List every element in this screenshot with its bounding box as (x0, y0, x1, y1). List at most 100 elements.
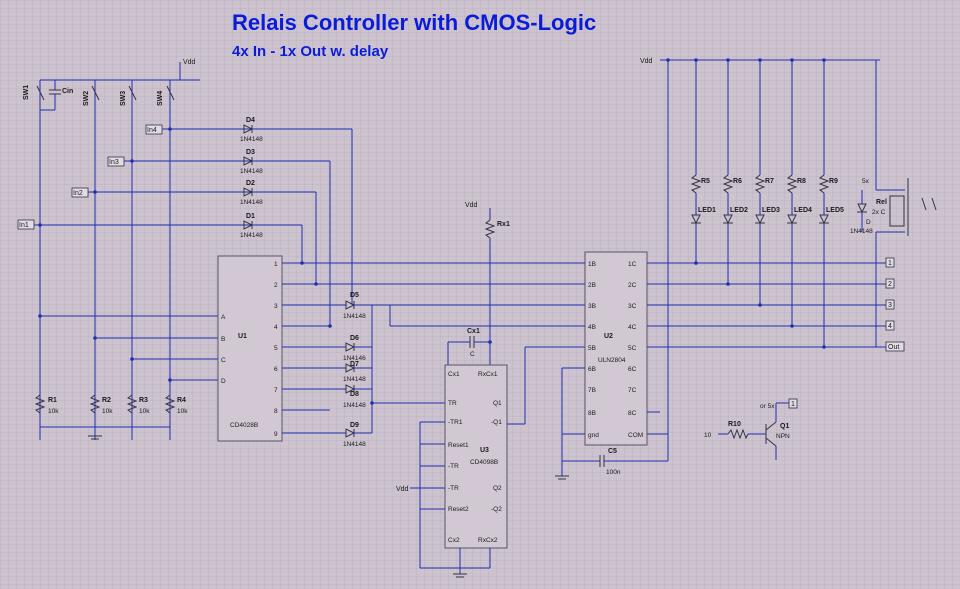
led-5: LED5 (826, 207, 844, 214)
d6-part: 1N4146 (343, 355, 366, 362)
u2-pin-left-2: 3B (588, 303, 596, 310)
d9-part: 1N4148 (343, 441, 366, 448)
u1-pin-b: B (221, 336, 225, 343)
sw2-label: SW2 (83, 91, 90, 106)
relay: 5x Rel 2x C D 1N4148 (850, 60, 937, 347)
subtitle: 4x In - 1x Out w. delay (232, 43, 389, 60)
u2-pin-right-6: 7C (628, 387, 637, 394)
c5-ref: C5 (608, 448, 617, 455)
d4-ref: D4 (246, 117, 255, 124)
r1-ref: R1 (48, 397, 57, 404)
r2-value: 10k (102, 408, 113, 415)
led-resistor-4: R8 (797, 178, 806, 185)
u1-out-9: 9 (274, 431, 278, 438)
r1-value: 10k (48, 408, 59, 415)
u3-part: CD4098B (470, 459, 498, 466)
d9-ref: D9 (350, 422, 359, 429)
d1-ref: D1 (246, 213, 255, 220)
u1-out-7: 7 (274, 387, 278, 394)
output-flag-4: 4 (888, 323, 892, 330)
u2-pin-left-5: 6B (588, 366, 596, 373)
rx1-network: Vdd Rx1 Cx1 C (447, 202, 510, 365)
u3-pin-nq2: -Q2 (491, 506, 502, 513)
decoder-output-wires (282, 129, 585, 434)
u2-pin-right-3: 4C (628, 324, 637, 331)
d3-part: 1N4148 (240, 168, 263, 175)
u2-pin-left-1: 2B (588, 282, 596, 289)
u3-pin-nq1: -Q1 (491, 419, 502, 426)
cx1-value: C (470, 351, 475, 358)
cx1-ref: Cx1 (467, 328, 480, 335)
d8-ref: D8 (350, 391, 359, 398)
d4-part: 1N4148 (240, 136, 263, 143)
d2-ref: D2 (246, 180, 255, 187)
d3-ref: D3 (246, 149, 255, 156)
u1-out-8: 8 (274, 408, 278, 415)
sw4-label: SW4 (157, 91, 164, 106)
r10-ref: R10 (728, 421, 741, 428)
u2-pin-left-4: 5B (588, 345, 596, 352)
u3-pin-rxcx2: RxCx2 (478, 537, 498, 544)
u3-pin-tr-b: -TR (448, 485, 459, 492)
led-resistor-3: R7 (765, 178, 774, 185)
d6-ref: D6 (350, 335, 359, 342)
sw3-label: SW3 (120, 91, 127, 106)
d7-part: 1N4148 (343, 376, 366, 383)
in3-flag: In3 (109, 159, 119, 166)
r2-ref: R2 (102, 397, 111, 404)
u1-pin-c: C (221, 357, 226, 364)
r4-ref: R4 (177, 397, 186, 404)
u2-pin-left-7: 8B (588, 410, 596, 417)
ground-symbol-input (88, 435, 102, 440)
u3-pin-cx2: Cx2 (448, 537, 460, 544)
ground-symbol-u3 (453, 573, 467, 578)
d5-ref: D5 (350, 292, 359, 299)
transistor-note: or 5x (760, 403, 775, 410)
relay-pin: D (866, 219, 871, 226)
rx1-label: Rx1 (497, 221, 510, 228)
u3-pin-rxcx1: RxCx1 (478, 371, 498, 378)
u1-out-2: 2 (274, 282, 278, 289)
u3-pin-tr: TR (448, 400, 457, 407)
u1-part: CD4028B (230, 422, 258, 429)
logic-diodes: D5 1N4148 D6 1N4146 D7 1N4148 D8 1N4148 … (330, 292, 445, 448)
relay-label-top: 5x (862, 178, 870, 185)
output-flag-1: 1 (888, 260, 892, 267)
driver-ic: U2 ULN2804 (584, 251, 648, 446)
led-resistor-1: R5 (701, 178, 710, 185)
led-resistor-2: R6 (733, 178, 742, 185)
u2-pin-right-2: 3C (628, 303, 637, 310)
u2-pin-left-3: 4B (588, 324, 596, 331)
u3-ref: U3 (480, 447, 489, 454)
output-flag-5: Out (888, 344, 899, 351)
u3-pin-q2: Q2 (493, 485, 502, 492)
vdd-label-left: Vdd (183, 59, 196, 66)
sw1-label: SW1 (23, 85, 30, 100)
led-resistor-5: R9 (829, 178, 838, 185)
relay-ref: Rel (876, 199, 887, 206)
u3-pin-tr1: -TR1 (448, 419, 463, 426)
vdd-label-u3: Vdd (396, 486, 409, 493)
relay-label: 2x C (872, 209, 886, 216)
u3-pin-tr-a: -TR (448, 463, 459, 470)
u3-pin-cx1: Cx1 (448, 371, 460, 378)
vdd-label-rx: Vdd (465, 202, 478, 209)
relay-diode: 1N4148 (850, 228, 873, 235)
transistor-flag: 1 (791, 401, 795, 408)
d7-ref: D7 (350, 361, 359, 368)
u1-out-3: 3 (274, 303, 278, 310)
c5-value: 100n (606, 469, 621, 476)
u2-pin-right-7: 8C (628, 410, 637, 417)
u2-pin-left-8: gnd (588, 432, 599, 439)
output-flag-3: 3 (888, 302, 892, 309)
u1-out-4: 4 (274, 324, 278, 331)
led-1: LED1 (698, 207, 716, 214)
title: Relais Controller with CMOS-Logic (232, 10, 596, 35)
d8-part: 1N4148 (343, 402, 366, 409)
q1-ref: Q1 (780, 423, 789, 430)
output-flag-2: 2 (888, 281, 892, 288)
u2-pin-left-6: 7B (588, 387, 596, 394)
